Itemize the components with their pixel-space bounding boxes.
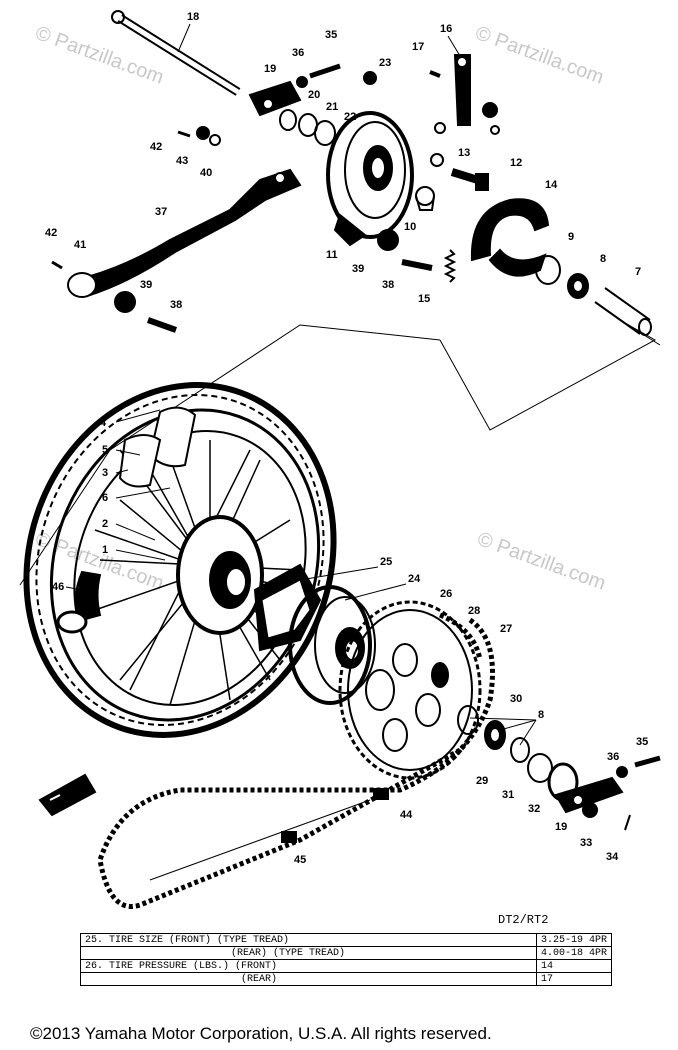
chain-puller-bottom-part	[554, 755, 661, 831]
table-row: (REAR) (TYPE TREAD) 4.00-18 4PR	[80, 946, 613, 960]
bushing-part	[415, 186, 435, 211]
bolt-parts	[51, 126, 433, 333]
callout-35b: 35	[636, 736, 648, 748]
callout-4: 4	[100, 417, 107, 429]
callout-34: 34	[606, 851, 619, 863]
callout-35: 35	[325, 29, 337, 41]
brake-shoe-plate-part	[326, 71, 414, 247]
callout-39b: 39	[352, 263, 364, 275]
callout-20: 20	[308, 89, 320, 101]
callout-28: 28	[468, 605, 480, 617]
callout-31: 31	[502, 789, 514, 801]
callout-27: 27	[500, 623, 512, 635]
callout-10: 10	[404, 221, 416, 233]
callout-19: 19	[264, 63, 276, 75]
callout-32: 32	[528, 803, 540, 815]
chain-joint-part	[281, 788, 389, 843]
callout-8: 8	[600, 253, 606, 265]
callout-22: 22	[344, 111, 356, 123]
wheel-bearing-part	[535, 255, 652, 336]
callout-12: 12	[510, 157, 522, 169]
tire-spec-table: 25. TIRE SIZE (FRONT) (TYPE TREAD) 3.25-…	[80, 933, 613, 986]
callout-36: 36	[292, 47, 304, 59]
spec-model-heading: DT2/RT2	[498, 913, 549, 927]
tire-valve-part	[56, 570, 102, 634]
callout-2: 2	[102, 518, 108, 530]
callout-38a: 38	[170, 299, 182, 311]
camshaft-lever-part	[429, 54, 500, 135]
callout-7: 7	[635, 266, 641, 278]
callout-23: 23	[379, 57, 391, 69]
brake-spring-part	[443, 249, 457, 283]
chain-puller-top-part	[248, 63, 341, 117]
callout-42b: 42	[45, 227, 57, 239]
callout-40: 40	[200, 167, 212, 179]
callout-16: 16	[440, 23, 452, 35]
callout-44: 44	[400, 809, 413, 821]
spec-label: 26. TIRE PRESSURE (LBS.) (FRONT)	[80, 959, 537, 973]
table-row: 26. TIRE PRESSURE (LBS.) (FRONT) 14	[80, 959, 613, 973]
callout-5: 5	[102, 444, 108, 456]
callout-3: 3	[102, 467, 108, 479]
callout-42a: 42	[150, 141, 162, 153]
drive-chain-part	[97, 612, 495, 909]
callout-24: 24	[408, 573, 421, 585]
callout-13: 13	[458, 147, 470, 159]
callout-29: 29	[476, 775, 488, 787]
callout-14: 14	[545, 179, 558, 191]
callout-1: 1	[102, 544, 108, 556]
rear-axle-part	[111, 10, 241, 96]
copyright-notice: ©2013 Yamaha Motor Corporation, U.S.A. A…	[30, 1024, 492, 1043]
hub-damper-part	[253, 563, 322, 652]
spec-value: 4.00-18 4PR	[535, 946, 613, 960]
callout-41: 41	[74, 239, 86, 251]
table-row: 25. TIRE SIZE (FRONT) (TYPE TREAD) 3.25-…	[80, 933, 613, 947]
spec-value: 14	[535, 959, 613, 973]
callout-18: 18	[187, 11, 199, 23]
front-arrow-icon	[38, 773, 97, 817]
callout-25: 25	[380, 556, 392, 568]
callout-15: 15	[418, 293, 430, 305]
leader-lines	[65, 23, 537, 746]
brake-camshaft-part	[430, 153, 489, 191]
callout-36b: 36	[607, 751, 619, 763]
callout-9: 9	[568, 231, 574, 243]
callout-43: 43	[176, 155, 188, 167]
spec-value: 17	[535, 972, 613, 986]
callout-46: 46	[52, 581, 64, 593]
callout-38b: 38	[382, 279, 394, 291]
sprocket-bearing-part	[457, 705, 579, 802]
spec-value: 3.25-19 4PR	[535, 933, 613, 947]
callout-30: 30	[510, 693, 522, 705]
callout-21: 21	[326, 101, 338, 113]
callout-11: 11	[326, 249, 338, 261]
callout-6: 6	[102, 492, 108, 504]
tension-bar-part	[67, 168, 302, 298]
callout-37: 37	[155, 206, 167, 218]
callout-39a: 39	[140, 279, 152, 291]
callout-labels: 18 35 36 19 20 23 17 16 21 22 42 43 40 1…	[45, 11, 648, 866]
brake-shoe-part	[470, 198, 550, 277]
callout-17: 17	[412, 41, 424, 53]
callout-26: 26	[440, 588, 452, 600]
callout-8b: 8	[538, 709, 544, 721]
rear-wheel-assembly	[23, 382, 337, 738]
callout-45: 45	[294, 854, 306, 866]
spec-label: (REAR) (TYPE TREAD)	[80, 946, 537, 960]
spec-label: 25. TIRE SIZE (FRONT) (TYPE TREAD)	[80, 933, 537, 947]
spec-label: (REAR)	[80, 972, 537, 986]
collar-seal-part	[279, 109, 336, 146]
table-row: (REAR) 17	[80, 972, 613, 986]
callout-33: 33	[580, 837, 592, 849]
callout-19b: 19	[555, 821, 567, 833]
